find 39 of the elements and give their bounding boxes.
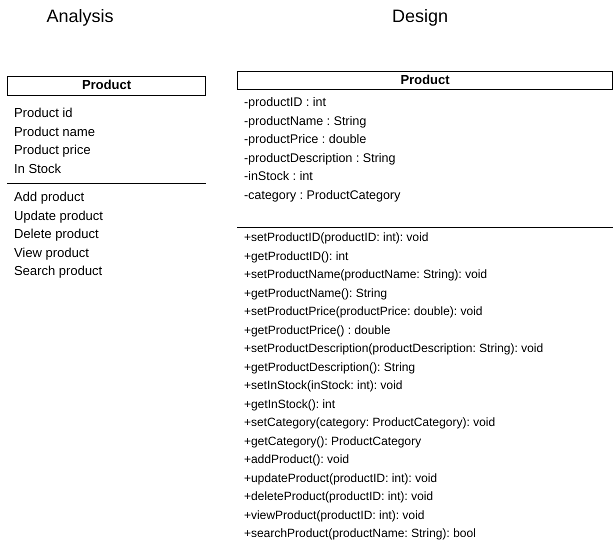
attribute-text: Product id	[14, 104, 73, 122]
method-text: +setProductName(productName: String): void	[244, 266, 488, 283]
method-text: +setProductID(productID: int): void	[244, 229, 428, 246]
method-text: +getCategory(): ProductCategory	[244, 432, 422, 450]
method-text: +searchProduct(productName: String): bool	[244, 525, 476, 542]
attributes-compartment	[237, 89, 613, 228]
attribute-text: In Stock	[14, 160, 61, 178]
method-text: +setProductDescription(productDescription: String): void	[244, 340, 544, 357]
attribute-text: -inStock : int	[244, 168, 313, 186]
class-box	[237, 71, 613, 555]
method-text: +viewProduct(productID: int): void	[244, 506, 424, 524]
section-heading: Design	[390, 6, 450, 27]
class-name: Product	[80, 77, 132, 93]
method-text: Delete product	[14, 225, 99, 243]
method-text: +getProductName(): String	[244, 284, 388, 302]
method-text: +setCategory(category: ProductCategory): void	[244, 414, 496, 431]
attribute-text: -category : ProductCategory	[244, 187, 400, 204]
attribute-text: Product name	[14, 122, 95, 140]
attribute-text: -productPrice : double	[244, 131, 366, 148]
method-text: +getProductPrice() : double	[244, 322, 390, 338]
method-text: +getInStock(): int	[244, 396, 336, 412]
attribute-text: -productName : String	[244, 112, 366, 130]
method-text: +addProduct(): void	[244, 451, 350, 468]
method-text: +setProductPrice(productPrice: double): void	[244, 303, 482, 320]
method-text: View product	[14, 244, 89, 262]
attribute-text: Product price	[14, 141, 91, 159]
method-text: +getProductID(): int	[244, 248, 348, 264]
method-text: +getProductDescription(): String	[244, 358, 416, 376]
method-text: Add product	[14, 188, 84, 206]
section-heading: Analysis	[45, 6, 115, 27]
methods-compartment	[237, 227, 613, 555]
method-text: Search product	[14, 262, 102, 280]
method-text: +deleteProduct(productID: int): void	[244, 488, 434, 505]
method-text: Update product	[14, 206, 103, 225]
attribute-text: -productID : int	[244, 94, 326, 111]
method-text: +updateProduct(productID: int): void	[244, 470, 438, 486]
attribute-text: -productDescription : String	[244, 150, 396, 167]
class-name: Product	[399, 72, 451, 88]
method-text: +setInStock(inStock: int): void	[244, 377, 402, 394]
